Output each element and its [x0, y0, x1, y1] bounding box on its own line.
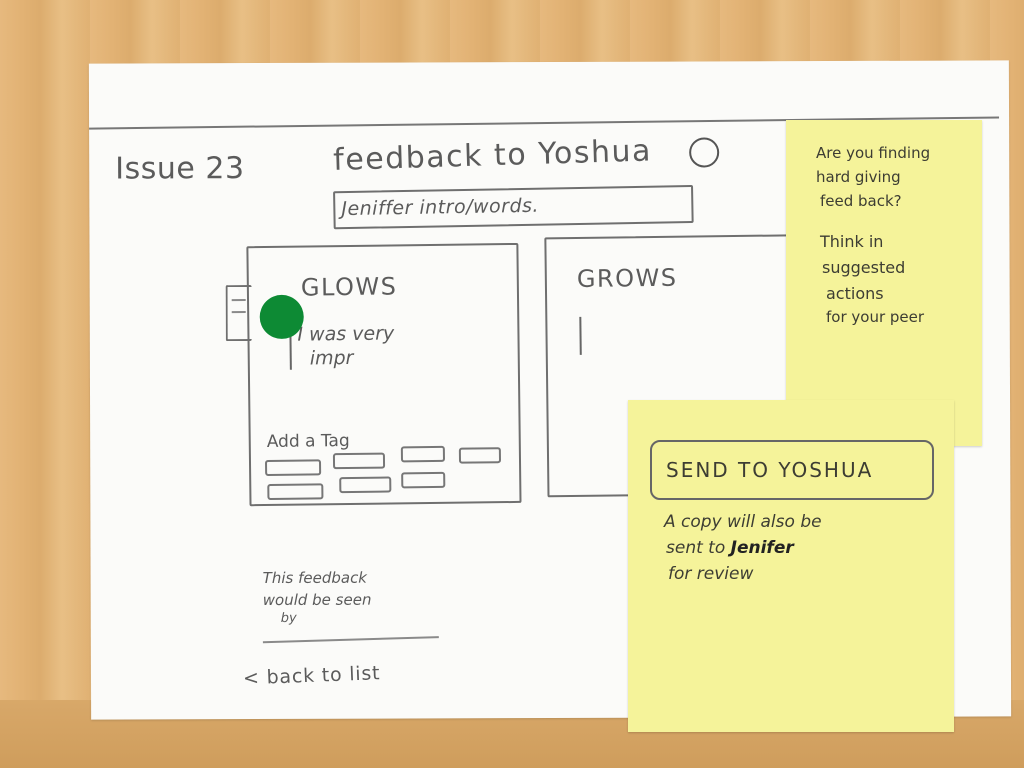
side-tab[interactable]: [225, 285, 252, 342]
underline: [262, 636, 439, 644]
visibility-note-line3: by: [280, 610, 297, 626]
intro-input[interactable]: Jeniffer intro/words.: [333, 184, 694, 230]
issue-label: Issue 23: [115, 151, 245, 187]
tip-line-6: actions: [826, 284, 884, 303]
tip-line-7: for your peer: [826, 308, 925, 326]
back-to-list-link[interactable]: < back to list: [242, 662, 381, 690]
page-title: feedback to Yoshua: [332, 133, 653, 178]
tip-line-4: Think in: [820, 232, 884, 251]
reviewer-name: Jenifer: [730, 538, 794, 558]
glows-text-line1[interactable]: I was very: [297, 322, 395, 346]
tag-chip-1[interactable]: [264, 459, 322, 477]
glows-label: GLOWS: [300, 272, 398, 302]
grows-label: GROWS: [576, 263, 678, 293]
intro-input-text: Jeniffer intro/words.: [341, 194, 540, 221]
glows-text-line2[interactable]: impr: [309, 346, 354, 370]
glows-panel: GLOWS I was very impr Add a Tag: [246, 242, 522, 507]
send-button[interactable]: SEND TO YOSHUA: [650, 440, 934, 500]
copy-note-sent-to: sent to: [666, 538, 726, 558]
tag-chip-3[interactable]: [400, 445, 446, 463]
green-dot-sticker: [259, 294, 304, 340]
status-circle-icon[interactable]: [689, 137, 720, 168]
tip-line-3: feed back?: [820, 192, 902, 210]
tag-chip-4[interactable]: [458, 447, 502, 464]
visibility-note-line2: would be seen: [262, 590, 372, 610]
tag-chip-2[interactable]: [332, 452, 386, 470]
tag-chip-6[interactable]: [339, 476, 392, 494]
send-button-label: SEND TO YOSHUA: [666, 458, 874, 482]
copy-note-line1: A copy will also be: [664, 512, 822, 532]
copy-note-line2: sent to Jenifer: [666, 538, 794, 558]
tip-line-2: hard giving: [816, 168, 901, 186]
visibility-note-line1: This feedback: [262, 568, 368, 588]
tip-line-5: suggested: [822, 258, 906, 277]
sticky-note-send: SEND TO YOSHUA A copy will also be sent …: [628, 400, 954, 732]
copy-note-line3: for review: [668, 564, 754, 584]
tag-chip-5[interactable]: [267, 483, 324, 501]
add-tag-label: Add a Tag: [266, 431, 350, 453]
tag-chip-7[interactable]: [401, 471, 446, 489]
side-tab-line: [231, 299, 246, 302]
tip-line-1: Are you finding: [816, 144, 931, 162]
text-cursor: [579, 316, 582, 355]
sticky-note-tip: Are you finding hard giving feed back? T…: [786, 120, 982, 446]
side-tab-line: [231, 311, 246, 314]
